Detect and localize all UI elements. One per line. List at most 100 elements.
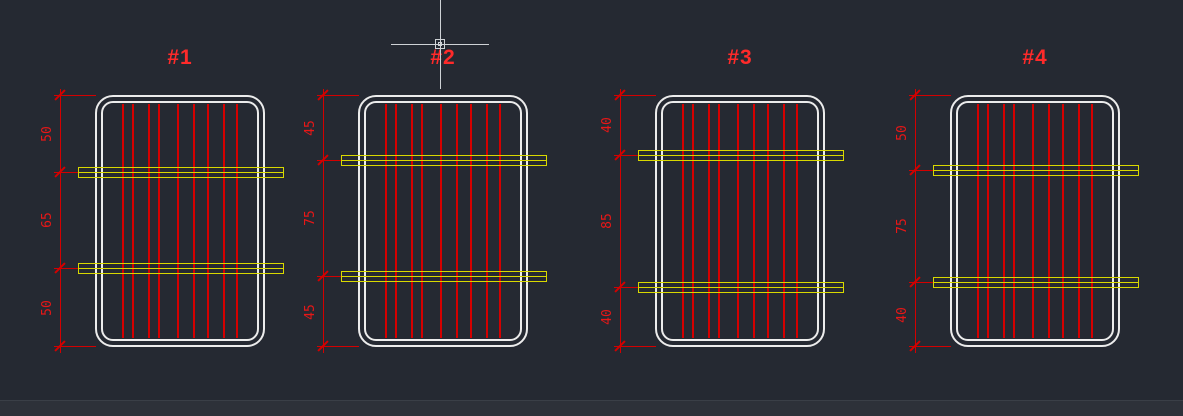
stirrup-frame-inner [661,101,819,341]
crosshair-pickbox-icon [435,39,445,49]
rebar-vertical-line [176,104,179,338]
tie-bar-top[interactable] [933,165,1139,176]
tie-bar-midline [342,276,546,277]
rebar-vertical-line [394,104,397,338]
dim-value: 65 [40,212,55,228]
stirrup-frame-inner [101,101,259,341]
figure-label[interactable]: #1 [167,46,193,69]
stirrup-frame-inner [956,101,1114,341]
dim-value: 40 [600,117,615,133]
rebar-vertical-line [193,104,196,338]
stirrup-frame[interactable] [358,95,528,347]
dim-value: 40 [895,307,910,323]
tie-bar-midline [639,155,843,156]
rebar-vertical-line [384,104,387,338]
tie-bar-bottom[interactable] [341,271,547,282]
crosshair-horizontal-line [391,44,489,45]
tie-bar-midline [934,282,1138,283]
stirrup-frame-inner [364,101,522,341]
tie-bar-bottom[interactable] [933,277,1139,288]
crosshair-snap-marker-icon [438,42,442,46]
extension-line [317,346,359,347]
rebar-vertical-line [158,104,161,338]
tie-bar-bottom[interactable] [638,282,844,293]
rebar-vertical-line [456,104,459,338]
extension-line [909,346,951,347]
extension-line [614,287,640,288]
tie-bar-midline [639,287,843,288]
tie-bar-bottom[interactable] [78,263,284,274]
figure-3: #3 40 85 40 [600,40,860,360]
rebar-vertical-line [206,104,209,338]
rebar-vertical-line [1061,104,1064,338]
rebar-vertical-line [1003,104,1006,338]
tie-bar-midline [79,268,283,269]
rebar-vertical-line [223,104,226,338]
rebar-vertical-line [1078,104,1081,338]
extension-line [54,95,96,96]
figure-label[interactable]: #3 [727,46,753,69]
stirrup-frame[interactable] [655,95,825,347]
extension-line [54,172,80,173]
extension-line [909,282,935,283]
rebar-vertical-line [736,104,739,338]
dimension-line [60,89,61,353]
dimension-line [915,89,916,353]
rebar-vertical-line [236,104,239,338]
tie-bar-top[interactable] [341,155,547,166]
dim-value: 50 [40,126,55,142]
tie-bar-midline [934,170,1138,171]
rebar-vertical-line [753,104,756,338]
dim-value: 40 [600,309,615,325]
extension-line [614,346,656,347]
rebar-vertical-line [986,104,989,338]
rebar-vertical-line [499,104,502,338]
rebar-vertical-line [718,104,721,338]
extension-line [614,95,656,96]
extension-line [614,155,640,156]
figure-label[interactable]: #2 [430,46,456,69]
rebar-vertical-line [1013,104,1016,338]
rebar-vertical-line [1048,104,1051,338]
rebar-vertical-line [1031,104,1034,338]
rebar-vertical-line [131,104,134,338]
bottom-bar [0,400,1183,416]
figure-1: #1 50 65 50 [40,40,300,360]
rebar-vertical-line [796,104,799,338]
dim-value: 85 [600,213,615,229]
rebar-vertical-line [411,104,414,338]
extension-line [909,95,951,96]
extension-line [317,95,359,96]
rebar-vertical-line [783,104,786,338]
dim-value: 75 [895,218,910,234]
tie-bar-top[interactable] [638,150,844,161]
dim-value: 50 [895,125,910,141]
rebar-vertical-line [681,104,684,338]
tie-bar-midline [342,160,546,161]
rebar-vertical-line [708,104,711,338]
extension-line [54,346,96,347]
figure-4: #4 50 75 40 [895,40,1155,360]
rebar-vertical-line [691,104,694,338]
dim-value: 45 [303,120,318,136]
dimension-line [323,89,324,353]
stirrup-frame[interactable] [950,95,1120,347]
extension-line [317,276,343,277]
tie-bar-midline [79,172,283,173]
dimension-line [620,89,621,353]
tie-bar-top[interactable] [78,167,284,178]
extension-line [54,268,80,269]
dim-value: 50 [40,300,55,316]
extension-line [317,160,343,161]
rebar-vertical-line [121,104,124,338]
rebar-vertical-line [766,104,769,338]
figure-2: #2 45 75 45 [303,40,563,360]
stirrup-frame[interactable] [95,95,265,347]
figure-label[interactable]: #4 [1022,46,1048,69]
rebar-vertical-line [148,104,151,338]
dim-value: 75 [303,210,318,226]
dim-value: 45 [303,304,318,320]
rebar-vertical-line [421,104,424,338]
rebar-vertical-line [439,104,442,338]
